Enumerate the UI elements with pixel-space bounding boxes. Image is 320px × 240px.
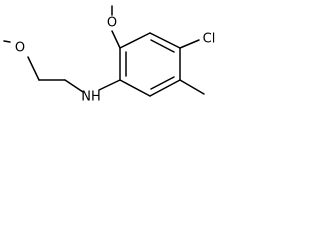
bond-ring-chlorine (179, 39, 200, 49)
bond-ether-oxygen-methyl (3, 40, 11, 43)
nitrogen-atom-label: NH (81, 90, 101, 105)
ring-bond-c3-c4 (149, 79, 181, 97)
bond-nitrogen-chain (64, 79, 84, 93)
bond-ring-methoxy-oxygen (111, 30, 121, 49)
ring-double-bond-c1-c2 (150, 39, 175, 53)
bond-chain-ether-oxygen (27, 56, 40, 81)
chemical-structure-diagram: Cl NH O O (3, 5, 216, 105)
ring-bond-c1-c2 (149, 32, 181, 49)
methoxy-oxygen-atom-label: O (107, 16, 117, 31)
ring-double-bond-c3-c4 (150, 76, 175, 90)
ether-oxygen-atom-label: O (15, 41, 25, 56)
benzene-ring (119, 32, 181, 97)
bond-ring-nitrogen (98, 79, 121, 91)
chlorine-atom-label: Cl (203, 32, 216, 47)
ring-bond-c4-c5 (119, 79, 151, 97)
ring-bond-c6-c1 (119, 32, 151, 49)
bond-ring-methyl (179, 79, 205, 95)
